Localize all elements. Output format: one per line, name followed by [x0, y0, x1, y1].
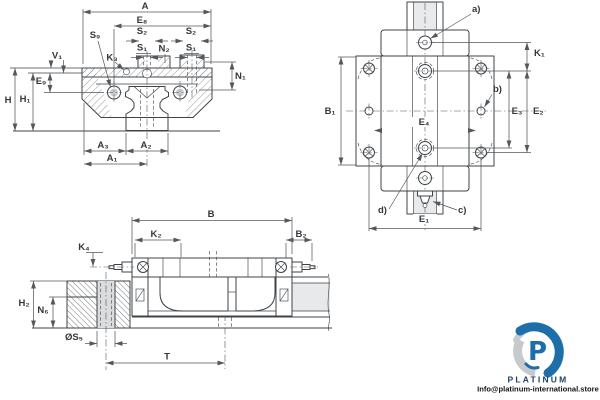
brand-logo: P PLATINUM Info@platinum-international.s…	[477, 322, 599, 394]
retainer-screw	[123, 68, 130, 76]
dim-label-A1: A₁	[107, 153, 118, 164]
logo-center	[523, 337, 549, 363]
dim-label-E2: E₂	[533, 106, 544, 117]
e4-arrow-right	[468, 128, 476, 133]
dim-label-K3: K₃	[106, 53, 117, 64]
dim-label-N6: N₆	[37, 305, 48, 316]
callout-c: c)	[458, 205, 466, 216]
dim-label-N1: N₁	[235, 71, 246, 82]
callout-b: b)	[493, 84, 502, 95]
dim-label-T: T	[164, 352, 170, 363]
lube-port-right	[275, 261, 287, 273]
rail-break-line	[327, 273, 330, 332]
callout-d: d)	[378, 205, 387, 216]
dim-label-E4: E₄	[419, 117, 430, 128]
dim-label-E8: E₈	[137, 15, 148, 26]
dim-label-S1-right: S₁	[186, 43, 196, 54]
rail-side	[132, 273, 330, 369]
dim-label-S2-right: S₂	[186, 26, 197, 37]
logo-p-glyph: P	[528, 337, 547, 367]
dim-label-A2: A₂	[140, 140, 151, 151]
dim-label-K1: K₁	[534, 48, 545, 59]
dim-label-S9: S₉	[90, 30, 101, 41]
dim-label-E9: E₉	[36, 76, 47, 87]
logo-blue-swoosh	[515, 322, 564, 378]
dim-label-B: B	[208, 209, 215, 220]
front-view-dimensions: A E₈ S₂ S₁ N₂ S₂ S₁ S₉ K₃	[5, 1, 246, 167]
dim-label-E1: E₁	[419, 214, 429, 225]
dim-label-K4: K₄	[78, 242, 90, 253]
dim-label-V1: V₁	[52, 51, 62, 62]
front-section-view: A E₈ S₂ S₁ N₂ S₂ S₁ S₉ K₃	[5, 1, 246, 168]
dim-label-B2: B₂	[295, 229, 306, 240]
top-view: E₄ B₁ K₁ E₂ E₃ E₁ a) b) d)	[325, 1, 547, 232]
grease-nipple-top-view	[417, 190, 433, 208]
brand-email: Info@platinum-international.store	[477, 385, 599, 394]
callout-a: a)	[472, 4, 480, 15]
ball-loop-right	[235, 277, 276, 312]
dim-label-B1: B₁	[325, 106, 336, 117]
dim-label-A3: A₃	[97, 140, 108, 151]
right-wall-hatch	[184, 68, 212, 118]
dim-label-K2: K₂	[150, 229, 161, 240]
right-thread-hole-section	[179, 50, 205, 99]
ball-left	[106, 81, 122, 104]
dim-label-H1: H₁	[20, 94, 31, 105]
dim-label-H2: H₂	[18, 298, 29, 309]
mid-side-holes	[364, 103, 486, 119]
top-view-dimensions: B₁ K₁ E₂ E₃ E₁ a) b) d) c)	[325, 4, 545, 231]
dim-label-H: H	[5, 95, 12, 106]
brand-name: PLATINUM	[508, 375, 569, 385]
dim-label-A: A	[142, 1, 149, 12]
ball-loop-left	[159, 277, 229, 312]
dim-label-S1-center: S₁	[137, 43, 147, 54]
side-view-dimensions: B K₂ B₂ K₄ H₂ N₆ ØS₅ T	[18, 209, 313, 366]
ball-right	[172, 81, 188, 104]
e4-arrow-left	[374, 128, 382, 133]
lube-port-left	[137, 261, 149, 273]
dim-label-S5: ØS₅	[65, 332, 83, 343]
dim-label-S2-center: S₂	[137, 26, 148, 37]
dim-label-E3: E₃	[512, 106, 523, 117]
mounting-block-section	[66, 272, 131, 370]
grease-nipple-right	[290, 261, 318, 273]
side-view: B K₂ B₂ K₄ H₂ N₆ ØS₅ T	[18, 209, 332, 370]
carriage-side-body	[131, 251, 293, 317]
center-holes	[414, 35, 436, 185]
dim-label-N2: N₂	[158, 44, 169, 55]
grease-nipple-left	[90, 261, 134, 273]
